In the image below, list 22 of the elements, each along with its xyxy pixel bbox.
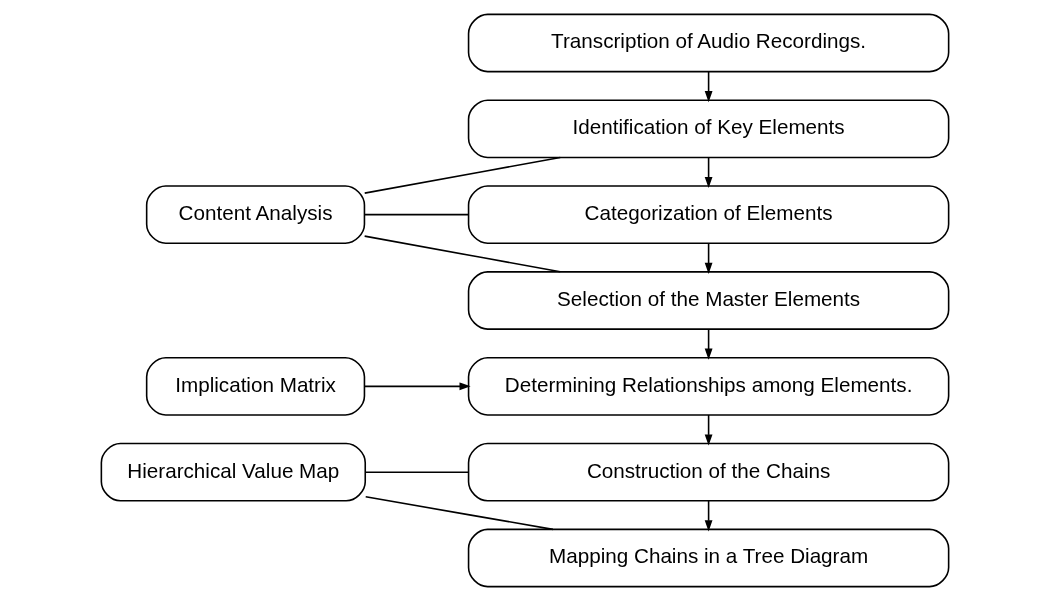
arrow [704, 242, 712, 274]
node-box: Construction of the Chains [467, 442, 949, 502]
connector [364, 496, 554, 531]
node-box: Identification of Key Elements [467, 99, 949, 159]
node-box: Determining Relationships among Elements. [467, 356, 949, 416]
node-box: Transcription of Audio Recordings. [467, 13, 949, 73]
arrow [704, 156, 712, 189]
node-box: Implication Matrix [145, 356, 365, 416]
arrow [704, 414, 712, 446]
arrow [704, 328, 712, 360]
arrow [704, 70, 712, 103]
connector [363, 156, 561, 194]
connector [363, 213, 469, 216]
connector [364, 471, 469, 473]
node-box: Hierarchical Value Map [100, 442, 366, 502]
connector [363, 235, 561, 273]
node-box: Mapping Chains in a Tree Diagram [467, 528, 949, 588]
node-box: Content Analysis [145, 185, 365, 245]
node-box: Selection of the Master Elements [467, 271, 949, 330]
arrow [363, 382, 471, 391]
node-box: Categorization of Elements [467, 185, 949, 245]
arrow [704, 500, 712, 532]
